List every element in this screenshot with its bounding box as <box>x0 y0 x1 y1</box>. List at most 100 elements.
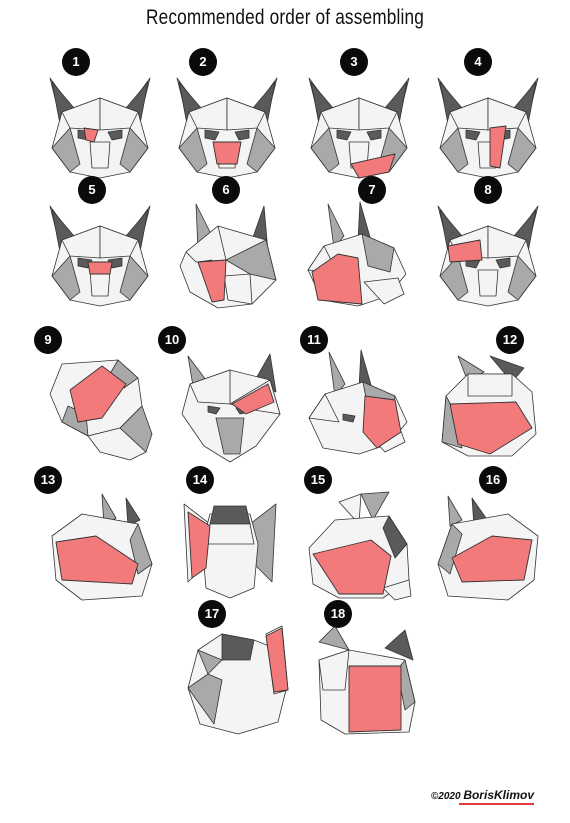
credit-year: ©2020 <box>430 791 461 802</box>
highlighted-facet <box>197 259 227 303</box>
highlighted-facet <box>55 535 139 585</box>
mask-illustration <box>49 77 151 179</box>
highlighted-facet <box>311 253 363 305</box>
assembly-step <box>40 196 160 316</box>
step-number-badge: 18 <box>324 600 352 628</box>
step-number-badge: 12 <box>496 326 524 354</box>
step-number-badge: 9 <box>34 326 62 354</box>
assembly-step <box>170 344 290 464</box>
mask-facet <box>51 255 81 301</box>
mask-facet <box>507 127 537 173</box>
mask-facet <box>467 373 513 397</box>
step-number-badge: 7 <box>358 176 386 204</box>
highlighted-facet <box>362 395 402 449</box>
mask-facet <box>447 495 463 527</box>
highlighted-facet <box>350 153 396 179</box>
step-number-badge: 16 <box>479 466 507 494</box>
mask-facet <box>205 523 255 545</box>
mask-facet <box>87 427 147 461</box>
credit-underline <box>458 803 534 805</box>
mask-facet <box>209 505 251 525</box>
assembly-step <box>428 484 548 604</box>
mask-illustration <box>49 359 153 461</box>
mask-illustration <box>437 495 539 601</box>
mask-facet <box>129 523 153 575</box>
mask-facet <box>489 355 525 383</box>
mask-facet <box>89 141 111 169</box>
mask-facet <box>187 673 223 725</box>
step-number-badge: 14 <box>186 466 214 494</box>
assembly-step <box>178 620 298 740</box>
mask-illustration <box>308 77 410 179</box>
mask-facet <box>204 129 220 141</box>
step-number-badge: 11 <box>300 326 328 354</box>
mask-facet <box>358 97 398 131</box>
mask-facet <box>361 233 395 273</box>
assembly-step <box>168 196 288 316</box>
highlighted-facet <box>83 127 99 143</box>
mask-facet <box>197 649 223 675</box>
mask-facet <box>507 255 537 301</box>
assembly-step <box>428 196 548 316</box>
step-number-badge: 8 <box>474 176 502 204</box>
highlighted-facet <box>348 665 402 733</box>
highlighted-facet <box>312 539 392 595</box>
assembly-step <box>299 344 419 464</box>
mask-facet <box>439 255 469 301</box>
highlighted-facet <box>212 141 242 165</box>
mask-facet <box>487 225 527 259</box>
mask-illustration <box>441 355 537 457</box>
mask-facet <box>336 129 352 141</box>
mask-facet <box>382 515 408 559</box>
mask-facet <box>384 629 414 661</box>
mask-facet <box>308 393 340 423</box>
mask-illustration <box>179 203 277 309</box>
mask-facet <box>119 255 149 301</box>
highlighted-facet <box>187 511 211 579</box>
mask-facet <box>223 273 253 305</box>
mask-facet <box>495 257 511 269</box>
step-number-badge: 17 <box>198 600 226 628</box>
mask-facet <box>178 127 208 173</box>
step-number-badge: 1 <box>62 48 90 76</box>
mask-facet <box>99 225 139 259</box>
mask-facet <box>207 405 221 415</box>
mask-facet <box>487 97 527 131</box>
assembly-step <box>42 484 162 604</box>
assembly-step <box>40 68 160 188</box>
step-number-badge: 3 <box>340 48 368 76</box>
mask-illustration <box>318 625 416 735</box>
step-number-badge: 15 <box>304 466 332 494</box>
mask-illustration <box>187 625 289 735</box>
mask-facet <box>125 497 141 527</box>
page-title: Recommended order of assembling <box>146 6 424 29</box>
highlighted-facet <box>449 401 533 455</box>
highlighted-facet <box>447 239 483 263</box>
highlighted-facet <box>69 365 127 423</box>
mask-facet <box>338 493 362 525</box>
highlighted-facet <box>87 261 113 275</box>
mask-facet <box>99 97 139 131</box>
step-number-badge: 10 <box>158 326 186 354</box>
mask-facet <box>382 579 412 601</box>
step-number-badge: 6 <box>212 176 240 204</box>
mask-facet <box>318 625 350 651</box>
mask-facet <box>439 127 469 173</box>
mask-illustration <box>308 491 412 601</box>
mask-facet <box>225 239 277 281</box>
step-number-badge: 13 <box>34 466 62 494</box>
author-credit: ©2020 BorisKlimov <box>431 788 534 805</box>
step-number-badge: 4 <box>464 48 492 76</box>
mask-facet <box>360 491 390 521</box>
highlighted-facet <box>231 383 275 415</box>
step-number-badge: 5 <box>78 176 106 204</box>
mask-facet <box>477 269 499 297</box>
mask-illustration <box>176 77 278 179</box>
assembly-step <box>170 484 290 604</box>
mask-facet <box>119 127 149 173</box>
assembly-step <box>299 68 419 188</box>
mask-facet <box>363 277 405 305</box>
mask-illustration <box>437 77 539 179</box>
mask-facet <box>215 417 245 455</box>
assembly-step <box>298 196 418 316</box>
